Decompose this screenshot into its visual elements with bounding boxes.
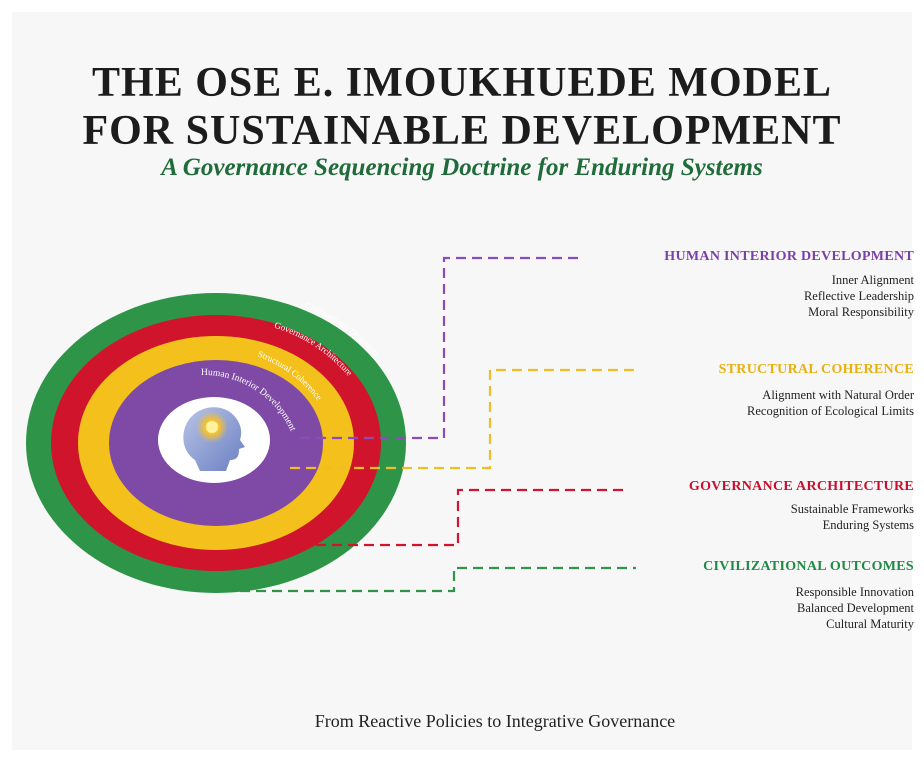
connector-structural-coherence [290, 368, 640, 470]
section-item: Reflective Leadership [803, 289, 914, 303]
section-item: Balanced Development [797, 601, 914, 615]
title-line-2: FOR SUSTAINABLE DEVELOPMENT [82, 108, 842, 154]
connector-civilizational-outcomes [240, 566, 636, 593]
section-item: Moral Responsibility [808, 305, 914, 319]
footer-tagline: From Reactive Policies to Integrative Go… [314, 711, 676, 731]
section-item: Inner Alignment [831, 273, 914, 287]
section-item: Sustainable Frameworks [790, 502, 914, 516]
section-item: Cultural Maturity [826, 617, 914, 631]
section-item: Responsible Innovation [795, 585, 914, 599]
section-heading-human-interior: HUMAN INTERIOR DEVELOPMENT [664, 249, 914, 264]
section-item: Recognition of Ecological Limits [747, 404, 914, 418]
head-with-glowing-light-icon [183, 407, 245, 471]
section-heading-civilizational-outcomes: CIVILIZATIONAL OUTCOMES [703, 559, 914, 574]
connector-governance-architecture [300, 488, 626, 547]
section-item: Enduring Systems [822, 518, 914, 532]
subtitle: A Governance Sequencing Doctrine for End… [161, 154, 763, 181]
section-item: Alignment with Natural Order [762, 388, 914, 402]
connector-human-interior [300, 256, 580, 440]
title-line-1: THE OSE E. IMOUKHUEDE MODEL [92, 60, 832, 106]
section-heading-structural-coherence: STRUCTURAL COHERENCE [718, 362, 914, 377]
section-heading-governance-architecture: GOVERNANCE ARCHITECTURE [688, 479, 914, 494]
